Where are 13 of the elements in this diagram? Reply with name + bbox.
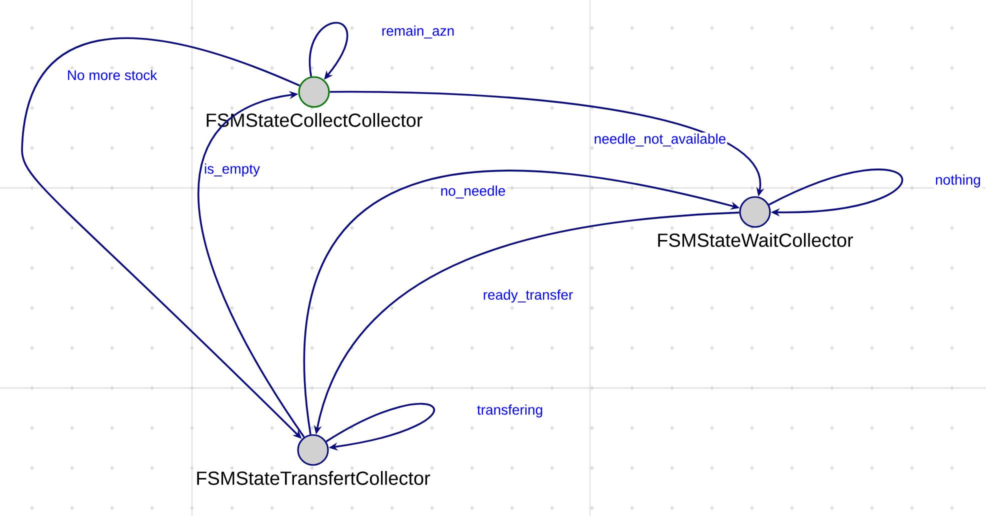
edge-label: remain_azn [380,24,456,40]
node-label: FSMStateWaitCollector [658,232,854,247]
edge-label: needle_not_available [592,132,728,148]
arrow [326,403,434,451]
edge-label: is_empty [203,162,262,178]
edge-label: ready_transfer [482,288,574,304]
arrow [768,168,902,216]
edge-label: transfering [476,403,544,419]
edge-label: No more stock [66,68,158,82]
edge-label: nothing [934,173,982,189]
edge-label: no_needle [439,184,507,200]
node-label: FSMStateTransfertCollector [197,470,430,485]
arrow [198,91,305,438]
